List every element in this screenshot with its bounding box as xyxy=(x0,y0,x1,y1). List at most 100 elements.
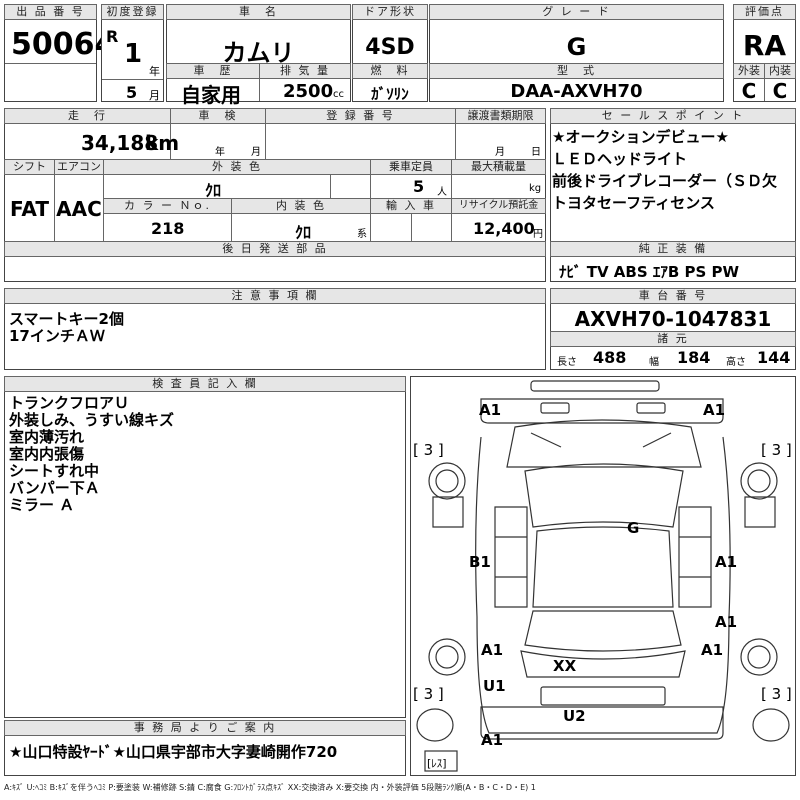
damage-mark: [ 3 ] xyxy=(413,685,444,703)
era: R xyxy=(106,27,119,46)
inspection-month-unit: 月 xyxy=(251,147,261,158)
note-item: スマートキー2個 xyxy=(9,310,124,328)
car-outline xyxy=(416,380,790,772)
model-label: 型 式 xyxy=(429,63,724,79)
damage-mark: [ﾚｽ] xyxy=(427,757,447,770)
int-color-unit: 系 xyxy=(357,229,367,240)
sales-points-box: セ ー ル ス ポ イ ン ト ★オークションデビュー★ ＬＥＤヘッドライト 前… xyxy=(550,108,796,282)
recycle-fee: 12,400 xyxy=(473,219,535,238)
shift-label: シフト xyxy=(4,159,55,175)
later-parts-label: 後 日 発 送 部 品 xyxy=(4,241,546,257)
damage-mark: U1 xyxy=(483,677,506,695)
notes-label: 注 意 事 項 欄 xyxy=(4,288,546,304)
reg-year: 1 xyxy=(124,39,143,69)
fuel: ｶﾞｿﾘﾝ xyxy=(371,85,409,103)
legend: A:ｷｽﾞ U:ﾍｺﾐ B:ｷｽﾞを伴うﾍｺﾐ P:要塗装 W:補修跡 S:錆 … xyxy=(4,783,536,792)
height-label: 高さ xyxy=(726,357,746,368)
inspector-note: 室内薄汚れ xyxy=(9,428,85,446)
inspector-note: バンパー下Ａ xyxy=(9,479,100,497)
mileage-label: 走 行 xyxy=(4,108,171,124)
notes-box: 注 意 事 項 欄 スマートキー2個 17インチＡＷ xyxy=(4,288,546,370)
office-label: 事 務 局 よ り ご 案 内 xyxy=(4,720,406,736)
length: 488 xyxy=(593,348,627,367)
inspector-box: 検 査 員 記 入 欄 トランクフロアＵ 外装しみ、うすい線キズ 室内薄汚れ 室… xyxy=(4,376,406,718)
score: RA xyxy=(742,29,787,62)
color-no: 218 xyxy=(151,219,185,238)
inspection-year-unit: 年 xyxy=(215,147,225,158)
sales-point: ★オークションデビュー★ xyxy=(552,128,729,146)
max-load-unit: kg xyxy=(529,183,542,194)
damage-mark: [ 3 ] xyxy=(413,441,444,459)
damage-mark: U2 xyxy=(563,707,586,725)
equipment-label: 純 正 装 備 xyxy=(550,241,796,257)
mileage: 34,188 xyxy=(81,131,159,155)
inspector-note: シートすれ中 xyxy=(9,462,100,480)
sales-point: トヨタセーフティセンス xyxy=(552,194,715,212)
capacity-label: 乗車定員 xyxy=(370,159,452,175)
door-label: ドア形状 xyxy=(352,4,428,20)
exterior-label: 外装 xyxy=(733,63,765,79)
damage-mark: [ 3 ] xyxy=(761,441,792,459)
damage-mark: A1 xyxy=(715,553,738,571)
reg-month: 5 xyxy=(126,83,138,102)
damage-mark: A1 xyxy=(701,641,724,659)
specs-box: 走 行 車 検 登 録 番 号 譲渡書類期限 34,188 km 年 月 月 日… xyxy=(4,108,546,282)
equipment-list: ﾅﾋﾞ TV ABS ｴｱB PS PW xyxy=(559,263,740,281)
inspector-note: 外装しみ、うすい線キズ xyxy=(9,411,175,429)
ext-color: ｸﾛ xyxy=(205,181,222,200)
mileage-unit: km xyxy=(145,131,180,155)
damage-mark: G xyxy=(627,519,640,537)
transfer-label: 譲渡書類期限 xyxy=(455,108,546,124)
sales-point: 前後ドライブレコーダー（ＳＤ欠 xyxy=(552,172,778,190)
reg-month-unit: 月 xyxy=(149,89,160,102)
reg-year-unit: 年 xyxy=(149,65,160,78)
damage-mark: A1 xyxy=(479,401,502,419)
int-color-label: 内 装 色 xyxy=(231,198,371,214)
transfer-month-unit: 月 xyxy=(495,147,505,158)
sales-points-list: ★オークションデビュー★ ＬＥＤヘッドライト 前後ドライブレコーダー（ＳＤ欠 ト… xyxy=(552,129,777,217)
grade-box: グ レ ー ド G 型 式 DAA-AXVH70 xyxy=(429,4,724,102)
sales-points-label: セ ー ル ス ポ イ ン ト xyxy=(550,108,796,124)
lot-number-box: 出 品 番 号 50064 xyxy=(4,4,115,102)
chassis-number: AXVH70-1047831 xyxy=(574,307,772,331)
transfer-day-unit: 日 xyxy=(531,147,541,158)
interior-grade: C xyxy=(772,79,788,103)
height: 144 xyxy=(757,348,791,367)
exterior-grade: C xyxy=(741,79,757,103)
model-code: DAA-AXVH70 xyxy=(510,81,643,102)
lot-number: 50064 xyxy=(11,27,116,62)
displacement: 2500 xyxy=(283,81,334,102)
damage-mark: A1 xyxy=(481,731,504,749)
length-label: 長さ xyxy=(557,357,577,368)
capacity: 5 xyxy=(413,177,425,196)
max-load-label: 最大積載量 xyxy=(451,159,546,175)
lot-number-label: 出 品 番 号 xyxy=(4,4,97,20)
color-no-label: カ ラ ー Ｎｏ. xyxy=(103,198,232,214)
width-label: 幅 xyxy=(649,357,659,368)
fuel-label: 燃 料 xyxy=(352,63,428,79)
damage-mark: A1 xyxy=(715,613,738,631)
ac-label: エアコン xyxy=(54,159,104,175)
reg-no-label: 登 録 番 号 xyxy=(265,108,456,124)
grade-label: グ レ ー ド xyxy=(429,4,724,20)
dims-label: 諸 元 xyxy=(550,331,796,347)
door-type: 4SD xyxy=(365,35,415,60)
damage-mark: [ 3 ] xyxy=(761,685,792,703)
car-name: カムリ xyxy=(222,39,295,67)
int-color: ｸﾛ xyxy=(295,223,312,242)
score-box: 評価点 RA 外装 内装 C C xyxy=(733,4,796,103)
ext-color-label: 外 装 色 xyxy=(103,159,371,175)
damage-diagram: A1 A1 [ 3 ] [ 3 ] G B1 A1 A1 A1 A1 XX U1… xyxy=(410,376,796,776)
damage-mark: A1 xyxy=(481,641,504,659)
door-box: ドア形状 4SD 燃 料 ｶﾞｿﾘﾝ xyxy=(352,4,428,103)
shift: FAT xyxy=(10,197,49,221)
history: 自家用 xyxy=(181,83,241,107)
first-registration-box: 初度登録 R 1 年 5 月 xyxy=(101,4,164,102)
width: 184 xyxy=(677,348,711,367)
sales-point: ＬＥＤヘッドライト xyxy=(552,150,688,168)
first-registration-label: 初度登録 xyxy=(101,4,164,20)
score-label: 評価点 xyxy=(733,4,796,20)
import-label: 輸 入 車 xyxy=(370,198,452,214)
note-item: 17インチＡＷ xyxy=(9,327,105,345)
inspector-note: ミラー Ａ xyxy=(9,496,75,514)
